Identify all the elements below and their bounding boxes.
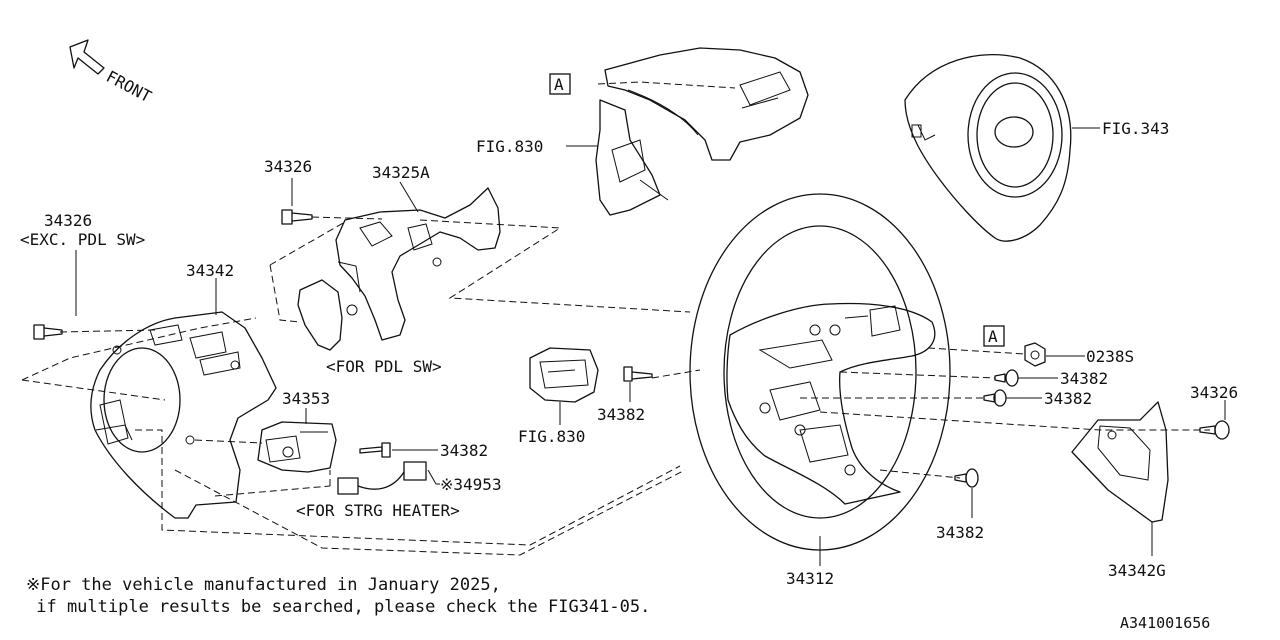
- screw-icon: [954, 468, 979, 488]
- part-note-for-pdl-sw: <FOR PDL SW>: [326, 357, 442, 376]
- part-label-34326-top: 34326: [264, 157, 312, 176]
- diagram-code: A341001656: [1120, 614, 1210, 632]
- footnote-line-1: ※For the vehicle manufactured in January…: [26, 575, 501, 595]
- reference-marker-box: [983, 325, 1005, 347]
- part-note-for-strg-heater: <FOR STRG HEATER>: [296, 501, 460, 520]
- part-note-exc-pdl-sw: <EXC. PDL SW>: [20, 230, 145, 249]
- fig-label-830-top: FIG.830: [476, 137, 543, 156]
- dashed-guide-lines: [21, 81, 1210, 556]
- fastener-icons: [33, 209, 1230, 488]
- airbag-module: [904, 54, 1072, 242]
- heater-harness: [337, 461, 427, 495]
- part-label-34953: ※34953: [440, 475, 502, 494]
- right-cover: [1071, 401, 1169, 523]
- nut-icon: [1024, 342, 1046, 367]
- bolt-icon: [281, 209, 313, 225]
- part-label-34326-left: 34326: [44, 211, 92, 230]
- reference-marker-a: A: [988, 327, 998, 346]
- part-label-0238s: 0238S: [1086, 347, 1134, 366]
- part-label-34382-switch: 34382: [440, 441, 488, 460]
- fig-label-343: FIG.343: [1102, 119, 1169, 138]
- part-label-34325a: 34325A: [372, 163, 430, 182]
- front-label: FRONT: [103, 67, 155, 107]
- part-label-34353: 34353: [282, 389, 330, 408]
- reference-marker-box: [549, 73, 571, 95]
- part-label-34382-r1: 34382: [1060, 369, 1108, 388]
- screw-icon: [623, 366, 653, 382]
- front-arrow-icon: [69, 39, 105, 75]
- footnote-line-2: if multiple results be searched, please …: [26, 597, 650, 617]
- heater-switch: [257, 421, 337, 473]
- part-label-34382-mid: 34382: [597, 405, 645, 424]
- part-label-34342g: 34342G: [1108, 561, 1166, 580]
- steering-switch-upper: [595, 47, 809, 216]
- part-label-34342: 34342: [186, 261, 234, 280]
- bolt-icon: [1199, 420, 1230, 440]
- screw-icon: [983, 389, 1007, 407]
- part-label-34382-r2: 34382: [1044, 389, 1092, 408]
- fig-label-830-mid: FIG.830: [518, 427, 585, 446]
- reference-marker-a: A: [554, 75, 564, 94]
- steering-wheel: [689, 193, 951, 551]
- screw-icon: [359, 442, 391, 458]
- bolt-icon: [33, 324, 63, 340]
- part-label-34382-low: 34382: [936, 523, 984, 542]
- paddle-shift-switch: [297, 187, 501, 351]
- lower-cover: [90, 311, 277, 519]
- screw-icon: [994, 369, 1019, 387]
- steering-switch-mid: [529, 347, 599, 403]
- part-label-34312: 34312: [786, 569, 834, 588]
- leader-lines: [75, 127, 1226, 566]
- part-label-34326-right: 34326: [1190, 383, 1238, 402]
